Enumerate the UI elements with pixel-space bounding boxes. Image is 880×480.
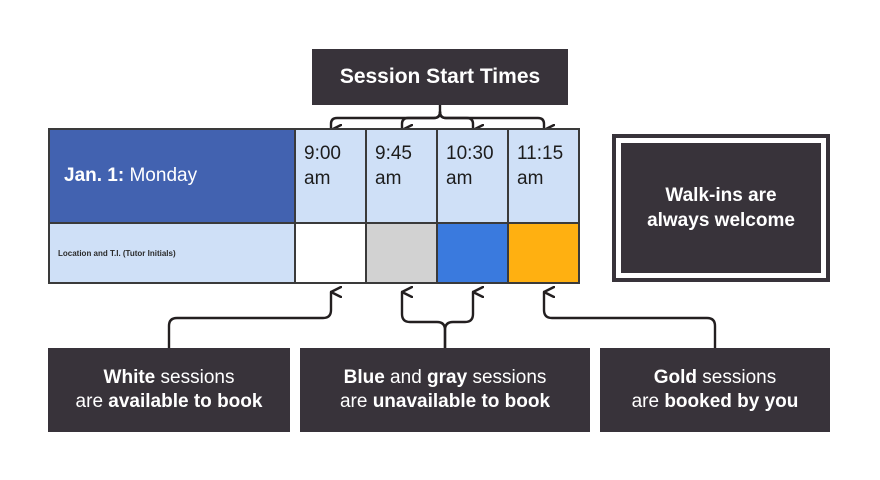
legend-blue-gray-line2-lead: are [339,391,373,412]
day-cell: Jan. 1: Monday [50,130,296,222]
walk-ins-notice: Walk-ins are always welcome [621,143,821,273]
legend-gold-line2-emphasis: booked by you [664,391,799,412]
legend-gold-line1-rest: sessions [697,367,777,389]
session-slot-1-available[interactable] [296,224,367,282]
time-meridiem-3: am [446,167,473,189]
time-value-4: 11:15 [517,143,564,164]
day-date-label: Jan. 1: [64,165,125,186]
time-header-slot-2: 9:45 am [367,130,438,222]
arrow-gray-legend [400,285,447,350]
time-value-3: 10:30 [446,143,494,164]
legend-gold-line2-lead: are [631,391,665,412]
time-header-slot-3: 10:30 am [438,130,509,222]
time-meridiem-4: am [517,167,544,189]
session-slot-3-unavailable[interactable] [438,224,509,282]
location-tutor-initials-cell: Location and T.I. (Tutor Initials) [50,224,296,282]
arrow-gold-legend [542,285,717,350]
time-meridiem-1: am [304,167,331,189]
legend-white-line2-lead: are [75,391,109,412]
legend-blue-gray-line2-emphasis: unavailable to book [372,391,551,412]
time-meridiem-2: am [375,167,402,189]
schedule-table: Jan. 1: Monday 9:00 am 9:45 am 10:30 am … [48,128,580,284]
schedule-header-row: Jan. 1: Monday 9:00 am 9:45 am 10:30 am … [50,130,578,222]
legend-blue-gray-line1-rest: sessions [467,367,547,389]
arrow-blue-legend [443,285,485,350]
legend-blue-gray-conjunction: and [384,367,428,389]
time-value-2: 9:45 [375,143,412,164]
arrow-white-legend [167,285,343,350]
legend-white-sessions: White sessions are available to book [48,348,290,432]
walk-ins-line-2: always welcome [647,210,795,231]
session-start-times-label: Session Start Times [339,64,541,88]
legend-white-line1-rest: sessions [155,367,235,389]
session-slot-4-booked[interactable] [509,224,578,282]
location-tutor-initials-label: Location and T.I. (Tutor Initials) [58,248,176,258]
legend-white-line2-emphasis: available to book [108,391,263,412]
walk-ins-notice-frame: Walk-ins are always welcome [612,134,830,282]
schedule-session-row: Location and T.I. (Tutor Initials) [50,222,578,282]
legend-gold-keyword: Gold [653,367,698,389]
time-header-slot-4: 11:15 am [509,130,578,222]
session-slot-2-unavailable[interactable] [367,224,438,282]
legend-gold-sessions: Gold sessions are booked by you [600,348,830,432]
time-header-slot-1: 9:00 am [296,130,367,222]
legend-blue-gray-sessions: Blue and gray sessions are unavailable t… [300,348,590,432]
legend-gray-keyword: gray [427,367,468,389]
legend-blue-keyword: Blue [343,367,385,389]
walk-ins-line-1: Walk-ins are [665,184,777,206]
day-name-label: Monday [129,165,198,186]
legend-white-keyword: White [103,367,156,389]
session-start-times-callout: Session Start Times [312,49,568,105]
time-value-1: 9:00 [304,143,341,164]
